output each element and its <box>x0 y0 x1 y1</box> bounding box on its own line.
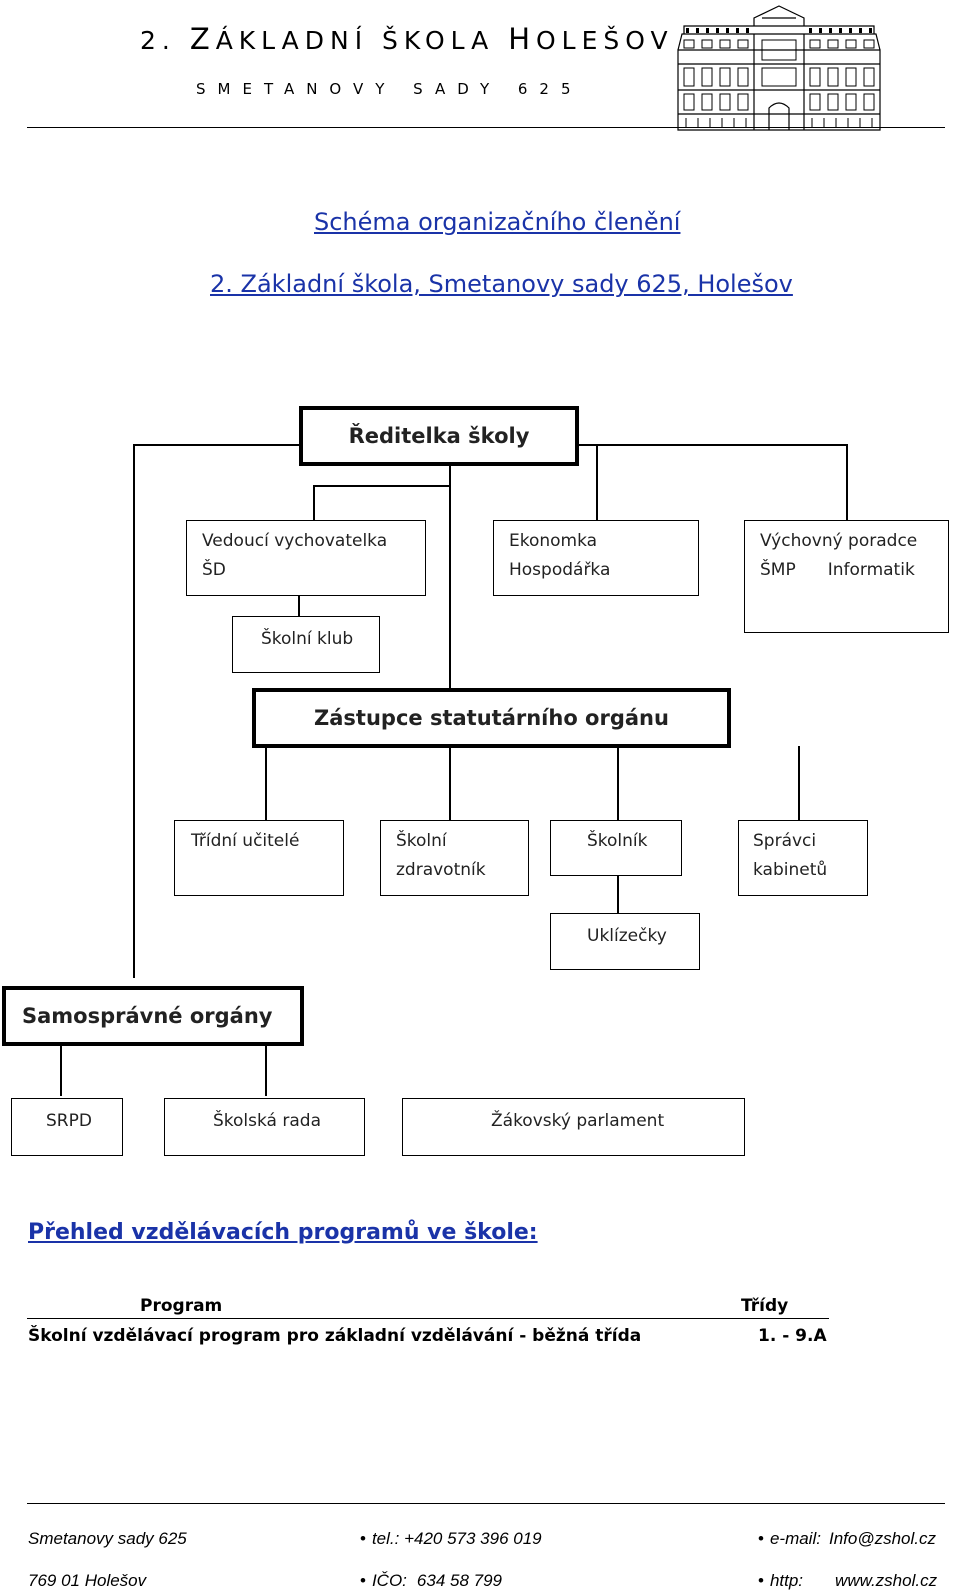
page-subtitle[interactable]: 2. Základní škola, Smetanovy sady 625, H… <box>210 270 793 298</box>
table-cell-program: Školní vzdělávací program pro základní v… <box>28 1326 642 1346</box>
connector <box>449 464 451 688</box>
connector <box>596 444 598 522</box>
box-skolni-zdravotnik[interactable]: Školní zdravotník <box>380 820 529 896</box>
connector <box>298 595 300 617</box>
connector <box>60 1044 62 1096</box>
box-vedouci-vychovatelka[interactable]: Vedoucí vychovatelka ŠD <box>186 520 426 596</box>
school-name: 2. ZÁKLADNÍ ŠKOLA HOLEŠOV <box>140 22 674 56</box>
box-skolni-klub[interactable]: Školní klub <box>232 616 380 673</box>
box-ekonomka[interactable]: Ekonomka Hospodářka <box>493 520 699 596</box>
connector <box>265 746 267 821</box>
connector <box>133 444 299 446</box>
box-skolnik[interactable]: Školník <box>550 820 682 876</box>
connector <box>617 875 619 913</box>
footer-city: 769 01 Holešov <box>28 1571 147 1590</box>
box-zastupce[interactable]: Zástupce statutárního orgánu <box>252 688 731 748</box>
table-cell-tridy: 1. - 9.A <box>758 1326 827 1346</box>
footer-email[interactable]: •e-mail:Info@zshol.cz <box>758 1529 936 1548</box>
box-zakovsky-parlament[interactable]: Žákovský parlament <box>402 1098 745 1156</box>
connector <box>798 746 800 821</box>
school-building-logo <box>677 5 881 131</box>
page-title[interactable]: Schéma organizačního členění <box>314 208 681 236</box>
connector <box>578 444 847 446</box>
footer-tel: •tel.: +420 573 396 019 <box>360 1529 542 1548</box>
box-director[interactable]: Ředitelka školy <box>299 406 579 466</box>
box-tridni-ucitele[interactable]: Třídní učitelé <box>174 820 344 896</box>
footer-rule <box>27 1503 945 1504</box>
footer-web[interactable]: •http:www.zshol.cz <box>758 1571 938 1590</box>
box-spravci-kabinetu[interactable]: Správci kabinetů <box>738 820 868 896</box>
box-skolska-rada[interactable]: Školská rada <box>164 1098 365 1156</box>
box-samospravne-organy[interactable]: Samosprávné orgány <box>2 986 304 1046</box>
column-program: Program <box>140 1296 223 1316</box>
box-uklizecky[interactable]: Uklízečky <box>550 913 700 970</box>
box-srpd[interactable]: SRPD <box>11 1098 123 1156</box>
programs-heading[interactable]: Přehled vzdělávacích programů ve škole: <box>28 1220 538 1245</box>
connector <box>265 1044 267 1096</box>
connector <box>846 444 848 522</box>
table-rule <box>27 1318 829 1319</box>
connector <box>617 746 619 821</box>
column-tridy: Třídy <box>741 1296 789 1316</box>
footer-street: Smetanovy sady 625 <box>28 1529 187 1548</box>
footer-ico: •IČO:634 58 799 <box>360 1571 502 1590</box>
connector <box>133 444 135 978</box>
connector <box>313 485 450 487</box>
school-address: SMETANOVY SADY 625 <box>196 80 583 98</box>
connector <box>449 746 451 821</box>
connector <box>313 485 315 522</box>
header-rule <box>27 127 945 128</box>
